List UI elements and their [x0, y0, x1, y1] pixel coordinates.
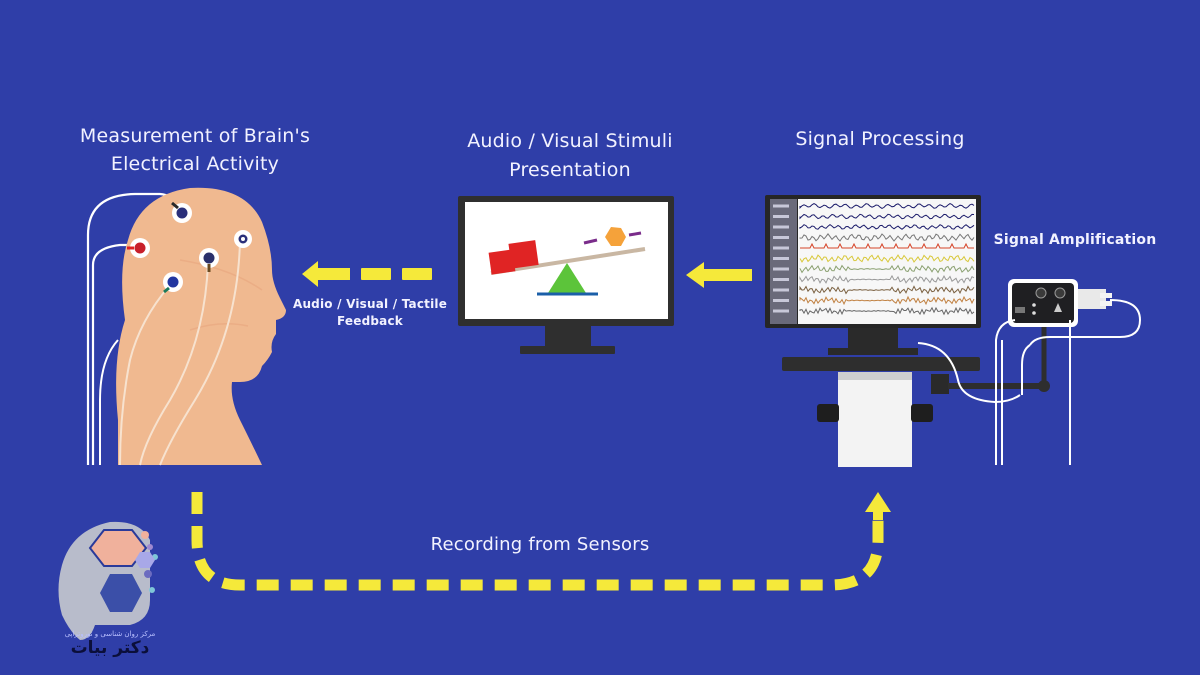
eeg-trace [799, 285, 975, 295]
electrode-center [199, 248, 219, 272]
eeg-trace [799, 264, 975, 274]
eeg-trace [799, 274, 975, 284]
stage-title-stimuli-line-1: Audio / Visual Stimuli [467, 130, 673, 152]
edge-label-feedback-line-2: Feedback [337, 314, 403, 328]
stage-title-stimuli-line-2: Presentation [509, 159, 631, 181]
logo-name: دکتر بیات [70, 638, 150, 658]
electrode-green [163, 272, 183, 294]
eeg-trace [799, 254, 975, 263]
eeg-channel-label [773, 299, 789, 302]
edge-label-feedback: Audio / Visual / Tactile Feedback [290, 296, 450, 330]
recording-arrow [191, 492, 891, 591]
eeg-channel-traces [773, 203, 975, 316]
eeg-trace [799, 233, 975, 242]
eeg-monitor-icon [765, 195, 1050, 467]
processing-to-stimuli-arrow [686, 262, 752, 288]
eeg-trace [799, 203, 975, 210]
stage-title-brain-line-2: Electrical Activity [110, 153, 280, 175]
eeg-channel-label [773, 204, 789, 208]
electrode-right [234, 230, 252, 248]
eeg-trace [799, 213, 975, 220]
stage-title-amplification: Signal Amplification [993, 232, 1157, 248]
eeg-channel-label [773, 246, 789, 250]
eeg-trace [799, 295, 975, 306]
stage-title-brain-line-1: Measurement of Brain's [79, 125, 311, 147]
logo-icon [58, 521, 158, 640]
feedback-arrow [302, 261, 432, 287]
eeg-channel-label [773, 278, 789, 281]
logo-subtitle: مرکز روان شناسی و نوروتراپی [64, 630, 156, 638]
edge-label-recording: Recording from Sensors [430, 534, 650, 555]
stage-title-brain: Measurement of Brain's Electrical Activi… [50, 122, 340, 178]
electrode-red [127, 238, 150, 258]
eeg-trace [799, 306, 975, 316]
electrode-top [171, 201, 192, 223]
eeg-channel-label [773, 288, 789, 292]
eeg-channel-label [773, 215, 789, 218]
stage-title-processing: Signal Processing [795, 128, 965, 150]
eeg-channel-label [773, 309, 789, 313]
eeg-channel-label [773, 236, 789, 239]
amplifier-icon [995, 279, 1142, 465]
seesaw-monitor-icon [458, 196, 674, 354]
stage-title-stimuli: Audio / Visual Stimuli Presentation [430, 127, 710, 185]
head-with-electrodes-icon [86, 187, 287, 466]
eeg-trace [800, 242, 974, 249]
eeg-trace [799, 223, 975, 230]
eeg-channel-label [773, 257, 789, 260]
edge-label-feedback-line-1: Audio / Visual / Tactile [292, 297, 448, 311]
eeg-channel-label [773, 267, 789, 271]
eeg-channel-label [773, 225, 789, 229]
